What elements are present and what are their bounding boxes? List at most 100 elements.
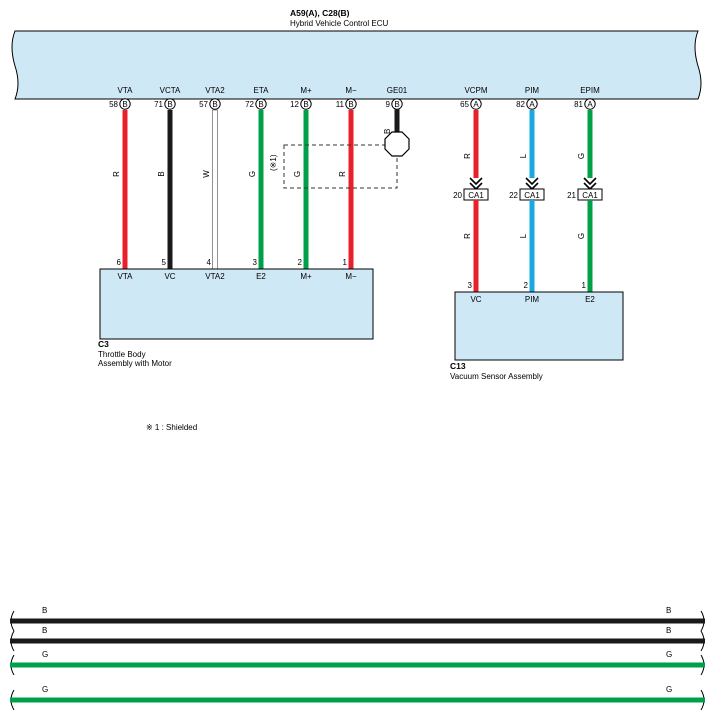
ecu-pin-label: GE01 <box>387 86 408 95</box>
ecu-connector-letter: B <box>303 100 308 109</box>
vacuum-code: C13 <box>450 361 466 371</box>
throttle-pin-label: VC <box>164 272 175 281</box>
ecu-connector-circle <box>209 98 221 110</box>
legend-color-left: G <box>42 650 48 659</box>
junction-name: CA1 <box>582 191 598 200</box>
ecu-pin-number: 11 <box>336 100 345 109</box>
connector-chevron <box>583 177 597 191</box>
legend-color-right: G <box>666 685 672 694</box>
wire-color-label: G <box>248 171 257 177</box>
junction-pin-number: 20 <box>453 191 462 200</box>
ecu-pin-label: VTA2 <box>205 86 225 95</box>
wire-color-label: B <box>157 171 166 176</box>
ecu-connector-letter: A <box>473 100 479 109</box>
shielded-note: ※ 1 : Shielded <box>146 423 197 432</box>
ecu-connector-circle <box>470 98 482 110</box>
vacuum-pin-label: VC <box>470 295 481 304</box>
ecu-body <box>11 30 702 100</box>
throttle-pin-label: M− <box>345 272 357 281</box>
vacuum-pin-number: 3 <box>468 281 473 290</box>
wire-color-label: R <box>463 153 472 159</box>
ecu-pin-number: 9 <box>386 100 391 109</box>
junction-name: CA1 <box>524 191 540 200</box>
throttle-pin-label: M+ <box>300 272 312 281</box>
throttle-name-line2: Assembly with Motor <box>98 359 172 368</box>
legend-color-left: B <box>42 626 47 635</box>
wire-color-label: L <box>519 153 528 158</box>
legend-color-left: G <box>42 685 48 694</box>
ecu-connector-circle <box>255 98 267 110</box>
throttle-name-line1: Throttle Body <box>98 350 146 359</box>
connector-chevron <box>525 177 539 191</box>
ecu-connector-letter: B <box>122 100 127 109</box>
ecu-connector-letter: A <box>529 100 535 109</box>
wire-color-label: R <box>112 171 121 177</box>
vacuum-sensor-box <box>454 291 624 361</box>
vacuum-pin-label: PIM <box>525 295 540 304</box>
legend-color-left: B <box>42 606 47 615</box>
ecu-pin-number: 57 <box>199 100 208 109</box>
vacuum-name: Vacuum Sensor Assembly <box>450 372 543 381</box>
ecu-connector-circle <box>526 98 538 110</box>
wire-color-label: G <box>577 153 586 159</box>
ecu-pin-label: M− <box>345 86 357 95</box>
ecu-connector-circle <box>345 98 357 110</box>
ecu-code: A59(A), C28(B) <box>290 8 350 18</box>
ecu-connector-letter: A <box>587 100 593 109</box>
ecu-pin-number: 65 <box>460 100 469 109</box>
wire-legend: B B B B G G G G <box>10 606 705 711</box>
vacuum-pin-number: 2 <box>524 281 529 290</box>
ecu-pin-label: VCTA <box>160 86 181 95</box>
ecu-pin-label: M+ <box>300 86 312 95</box>
ecu-pin-number: 58 <box>109 100 118 109</box>
wire-color-label: L <box>519 233 528 238</box>
wire-color-label: R <box>338 171 347 177</box>
throttle-pin-number: 2 <box>298 258 303 267</box>
ecu-connector-circle <box>119 98 131 110</box>
ecu-pin-number: 82 <box>516 100 525 109</box>
junction-name: CA1 <box>468 191 484 200</box>
ecu-pin-label: EPIM <box>580 86 600 95</box>
throttle-pin-label: VTA2 <box>205 272 225 281</box>
ecu-connector-circle <box>300 98 312 110</box>
ecu-pin-label: ETA <box>254 86 270 95</box>
ecu-connector-circle <box>584 98 596 110</box>
wire-color-label: R <box>463 233 472 239</box>
ecu-connector-letter: B <box>167 100 172 109</box>
ecu-pin-number: 81 <box>574 100 583 109</box>
ecu-pin-label: VCPM <box>464 86 487 95</box>
vacuum-pin-number: 1 <box>582 281 587 290</box>
ecu-connector-letter: B <box>394 100 399 109</box>
legend-color-right: G <box>666 650 672 659</box>
throttle-pin-number: 6 <box>117 258 122 267</box>
throttle-pin-number: 4 <box>207 258 212 267</box>
throttle-pin-label: VTA <box>118 272 134 281</box>
ecu-pin-number: 12 <box>290 100 299 109</box>
shield-box <box>283 144 398 189</box>
wire-vta2 <box>212 109 218 270</box>
shield-ground-wire-color: B <box>383 129 392 134</box>
ecu-pin-label: VTA <box>118 86 134 95</box>
legend-color-right: B <box>666 626 671 635</box>
wire-color-label: G <box>577 233 586 239</box>
ecu-connector-letter: B <box>212 100 217 109</box>
shield-ground-symbol <box>384 131 410 157</box>
ecu-pin-number: 71 <box>154 100 163 109</box>
legend-color-right: B <box>666 606 671 615</box>
throttle-pin-number: 5 <box>162 258 167 267</box>
ecu-name: Hybrid Vehicle Control ECU <box>290 19 388 28</box>
junction-pin-number: 21 <box>567 191 576 200</box>
throttle-pin-number: 3 <box>253 258 258 267</box>
ecu-connector-letter: B <box>348 100 353 109</box>
shield-label: (※1) <box>269 154 278 171</box>
wire-color-label: G <box>293 171 302 177</box>
vacuum-pin-label: E2 <box>585 295 595 304</box>
ecu-pin-number: 72 <box>245 100 254 109</box>
throttle-pin-label: E2 <box>256 272 266 281</box>
